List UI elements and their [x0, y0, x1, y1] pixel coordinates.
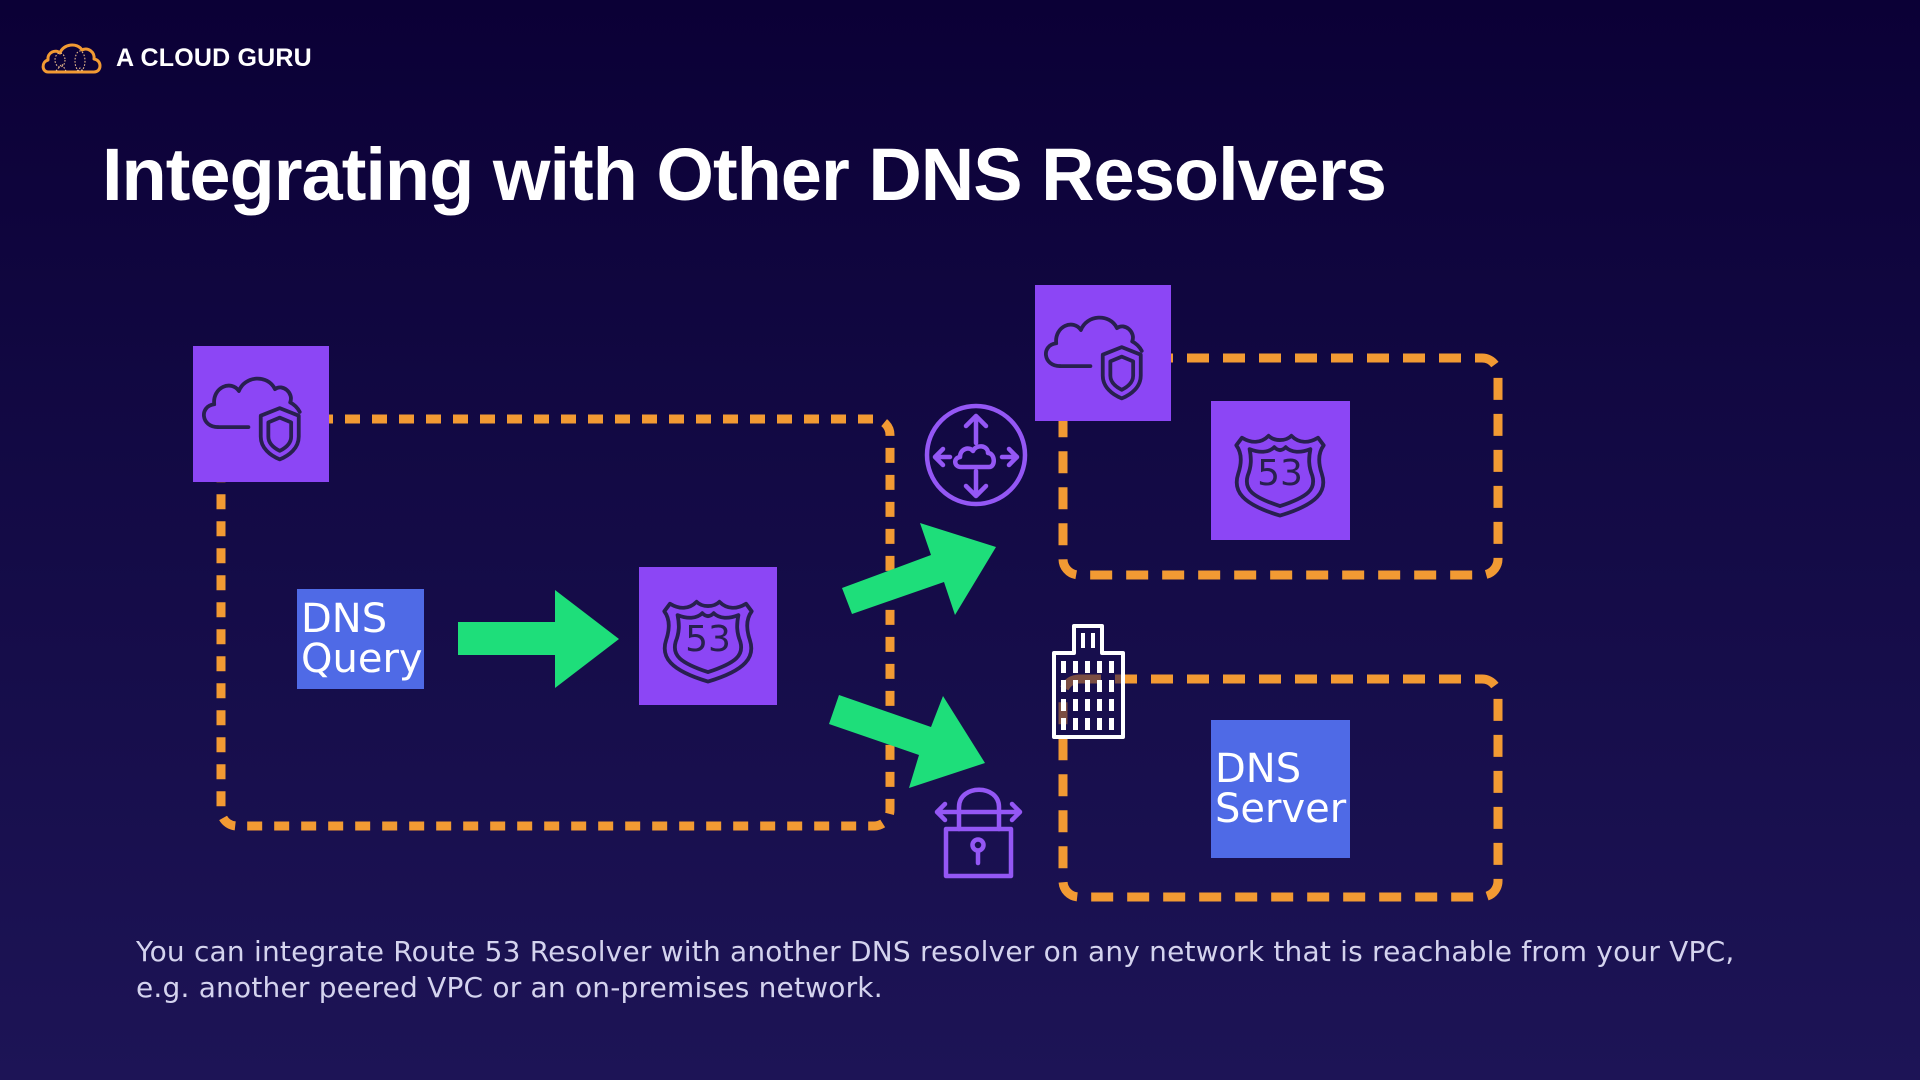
slide-title: Integrating with Other DNS Resolvers	[102, 133, 1387, 216]
dns-server-line1: DNS	[1215, 746, 1302, 792]
building-window	[1073, 661, 1078, 673]
source-vpc-icon	[193, 346, 329, 482]
building-window	[1061, 661, 1066, 673]
building-window	[1061, 680, 1066, 692]
building-window	[1073, 680, 1078, 692]
brand-logo: A CLOUD GURU	[40, 38, 312, 78]
building-window	[1061, 699, 1066, 711]
dns-query-box-bg	[297, 589, 424, 689]
building-window	[1109, 718, 1114, 730]
on-premises-boundary	[1058, 674, 1503, 902]
building-window	[1085, 680, 1090, 692]
building-window	[1109, 680, 1114, 692]
building-window	[1061, 718, 1066, 730]
slide-caption: You can integrate Route 53 Resolver with…	[136, 934, 1776, 1006]
caption-line-2: e.g. another peered VPC or an on-premise…	[136, 971, 883, 1004]
route53-number: 53	[1257, 453, 1303, 494]
dns-server-box-bg	[1211, 720, 1350, 858]
cloud-guru-logo-icon	[41, 43, 102, 74]
building-windows	[1061, 633, 1114, 730]
building-window	[1085, 699, 1090, 711]
building-window	[1109, 661, 1114, 673]
dns-server-box: DNS Server	[1211, 720, 1350, 858]
building-window	[1085, 661, 1090, 673]
resolver-to-on-premises-arrow	[829, 695, 985, 788]
building-window	[1109, 699, 1114, 711]
building-window	[1097, 661, 1102, 673]
building-window	[1097, 718, 1102, 730]
building-window	[1097, 680, 1102, 692]
vpc-peering-icon	[924, 403, 1028, 507]
building-window	[1085, 718, 1090, 730]
resolver-to-peered-vpc-arrow	[842, 523, 996, 615]
peered-route53-resolver: 53	[1211, 401, 1350, 540]
route53-number: 53	[685, 619, 731, 660]
building-window	[1097, 699, 1102, 711]
brand-name: A CLOUD GURU	[116, 43, 312, 72]
building-window	[1073, 718, 1078, 730]
dns-query-box: DNS Query	[297, 589, 424, 689]
peered-vpc-icon	[1035, 285, 1171, 421]
source-vpc-boundary	[216, 414, 895, 831]
dns-query-line2: Query	[301, 636, 423, 682]
query-to-resolver-arrow	[458, 590, 619, 688]
source-route53-resolver: 53	[639, 567, 777, 705]
caption-line-1: You can integrate Route 53 Resolver with…	[136, 935, 1735, 968]
building-window	[1091, 633, 1095, 648]
peered-vpc-boundary	[1058, 353, 1503, 580]
vpn-lock-icon	[934, 787, 1023, 879]
corporate-data-center-icon	[1052, 624, 1125, 739]
dns-server-line2: Server	[1215, 786, 1347, 832]
building-window	[1073, 699, 1078, 711]
building-window	[1081, 633, 1085, 648]
dns-query-line1: DNS	[301, 596, 388, 642]
